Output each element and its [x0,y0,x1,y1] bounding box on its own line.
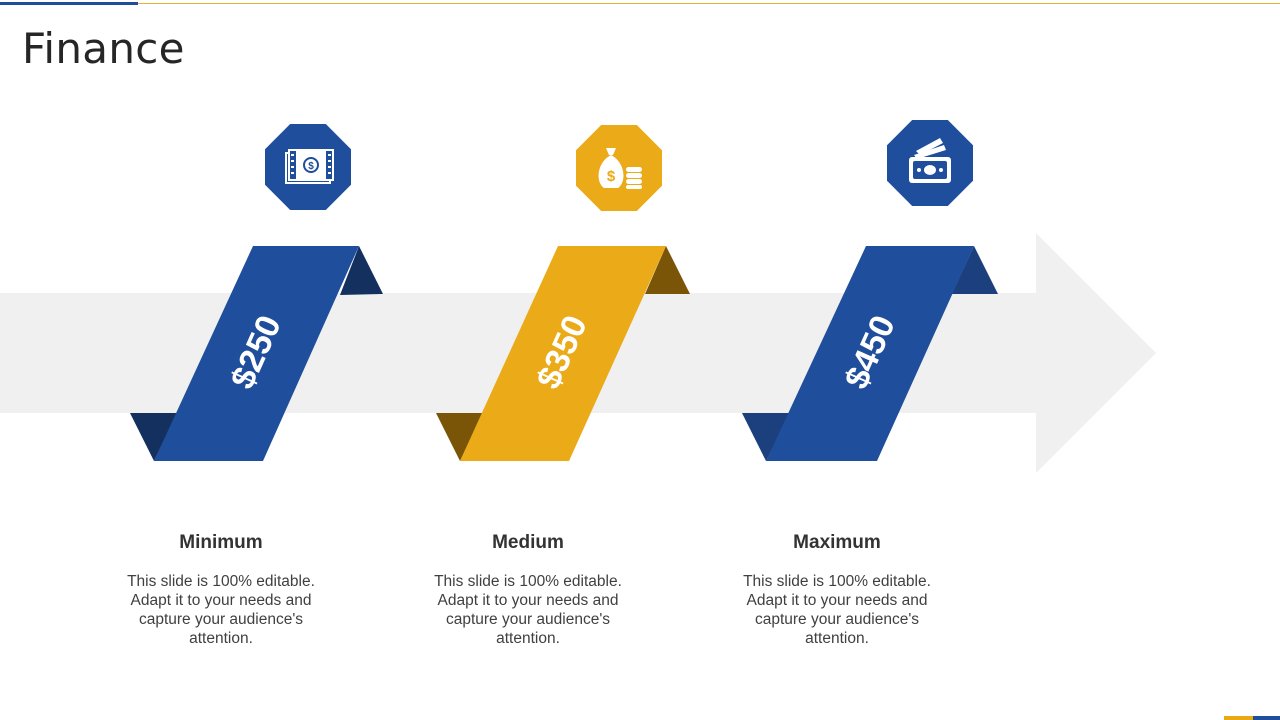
icon-badge-maximum [887,120,973,206]
ribbon-minimum: $250 [130,246,383,461]
ribbon-fold-bottom [436,413,483,461]
caption-description: This slide is 100% editable. Adapt it to… [434,573,622,647]
bottom-accent-gold [1224,716,1253,720]
ribbon-band [766,246,974,461]
page-title: Finance [22,24,185,73]
caption-title: Medium [492,532,564,553]
ribbon-fold-bottom [742,413,790,461]
top-accent-bar [0,2,138,5]
caption-description: This slide is 100% editable. Adapt it to… [127,573,315,647]
caption-description: This slide is 100% editable. Adapt it to… [743,573,931,647]
svg-text:$: $ [308,161,314,172]
icon-badge-medium: $ [576,125,662,211]
ribbon-fold-top [952,246,998,294]
money-bag-coins-icon: $ [598,148,642,189]
ribbon-maximum: $450 [742,246,998,461]
ribbon-band [460,246,666,461]
banknote-icon: $ [285,149,334,184]
caption-maximum: Maximum This slide is 100% editable. Ada… [727,532,947,648]
bottom-accent-blue [1253,716,1280,720]
caption-title: Maximum [793,532,881,553]
svg-text:$: $ [607,168,616,185]
icon-badge-minimum: $ [265,124,351,210]
ribbon-fold-top [645,246,690,294]
cash-stack-icon [909,138,951,183]
ribbon-fold-bottom [130,413,177,461]
ribbon-band [154,246,359,461]
ribbon-medium: $350 [436,246,690,461]
caption-minimum: Minimum This slide is 100% editable. Ada… [111,532,331,648]
ribbon-fold-top [340,246,383,295]
caption-title: Minimum [179,532,263,553]
top-accent-line [138,3,1280,4]
caption-medium: Medium This slide is 100% editable. Adap… [418,532,638,648]
